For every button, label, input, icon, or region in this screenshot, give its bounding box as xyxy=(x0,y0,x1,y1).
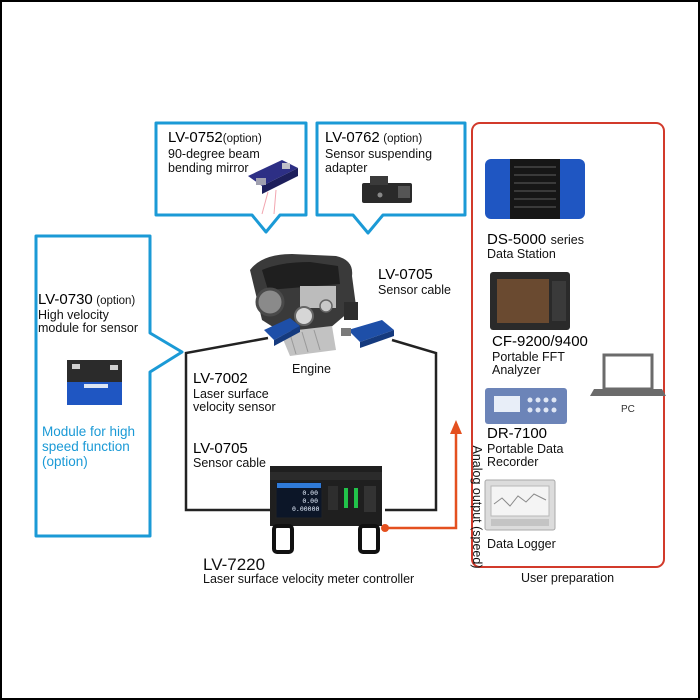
lv0762-title: LV-0762 (option) xyxy=(325,129,422,146)
cf9200-model: CF-9200/9400 xyxy=(492,333,588,350)
mirror-lv0752-image xyxy=(248,160,298,215)
user-preparation-caption: User preparation xyxy=(521,571,615,585)
cf9200-desc-2: Analyzer xyxy=(492,363,541,377)
cable-bottom-model: LV-0705 xyxy=(193,440,248,457)
display-line-3: 0.00000 xyxy=(292,505,320,513)
cable-bottom-desc: Sensor cable xyxy=(193,456,266,470)
lv0730-title: LV-0730 (option) xyxy=(38,291,135,308)
ds5000-desc: Data Station xyxy=(487,247,556,261)
callout-lv0730 xyxy=(34,234,184,538)
cf9200-image xyxy=(490,272,570,330)
display-line-2: 0.00 xyxy=(302,497,318,505)
analog-output-label: Analog output (speed) xyxy=(470,445,484,569)
controller-display: 0.00 0.00 0.00000 xyxy=(292,489,320,513)
user-preparation-box xyxy=(471,122,665,568)
lv0752-model: LV-0752 xyxy=(168,129,223,146)
pc-image xyxy=(590,353,666,396)
sensor-lv7002-image xyxy=(264,318,300,346)
module-text-1: Module for high xyxy=(42,424,136,439)
sensor-desc-2: velocity sensor xyxy=(193,400,276,414)
cf9200-desc-1: Portable FFT xyxy=(492,350,565,364)
data-logger-image xyxy=(484,479,556,531)
controller-desc: Laser surface velocity meter controller xyxy=(203,572,415,586)
lv0752-desc-1: 90-degree beam xyxy=(168,147,260,161)
display-line-1: 0.00 xyxy=(302,489,318,497)
lv0730-suffix: (option) xyxy=(96,295,136,307)
lv0762-desc-2: adapter xyxy=(325,161,368,175)
dr7100-desc-2: Recorder xyxy=(487,455,539,469)
ds5000-title: DS-5000 series xyxy=(487,231,584,249)
module-text-2: speed function xyxy=(42,439,130,454)
analog-output-dot xyxy=(381,524,389,532)
lv0752-title: LV-0752(option) xyxy=(168,129,262,146)
analog-output-line xyxy=(385,432,458,530)
ds5000-image xyxy=(485,159,585,219)
lv0762-model: LV-0762 xyxy=(325,129,380,146)
lv0730-desc-2: module for sensor xyxy=(38,321,139,335)
analog-output-arrowhead xyxy=(450,420,462,434)
sensor-desc-1: Laser surface xyxy=(193,387,269,401)
callout-lv0752 xyxy=(154,121,308,234)
lv0762-desc-1: Sensor suspending xyxy=(325,147,433,161)
adapter-lv0762-image xyxy=(362,176,412,203)
lv0762-suffix: (option) xyxy=(383,133,423,145)
ds5000-suffix: series xyxy=(550,233,584,247)
controller-lv7220-image xyxy=(270,466,382,554)
ds5000-model: DS-5000 xyxy=(487,231,547,248)
cable-top-desc: Sensor cable xyxy=(378,283,451,297)
module-text-3: (option) xyxy=(42,454,88,469)
pc-label: PC xyxy=(621,404,635,415)
engine-label: Engine xyxy=(292,362,331,376)
cable-top-model: LV-0705 xyxy=(378,266,433,283)
callout-lv0762 xyxy=(315,121,467,235)
sensor-cable-left xyxy=(184,336,282,512)
lv0730-desc-1: High velocity xyxy=(38,308,109,322)
dr7100-image xyxy=(485,388,567,424)
controller-model: LV-7220 xyxy=(203,555,266,574)
engine-image xyxy=(250,254,358,356)
lv0752-suffix: (option) xyxy=(222,133,262,145)
lv0730-model: LV-0730 xyxy=(38,291,93,308)
sensor-cable-right xyxy=(385,338,438,512)
logger-label: Data Logger xyxy=(487,537,556,551)
sensor-model: LV-7002 xyxy=(193,370,248,387)
dr7100-desc-1: Portable Data xyxy=(487,442,564,456)
dr7100-model: DR-7100 xyxy=(487,425,548,442)
module-lv0730-image xyxy=(67,360,122,405)
lv0752-desc-2: bending mirror xyxy=(168,161,249,175)
sensor-right-image xyxy=(341,320,394,348)
